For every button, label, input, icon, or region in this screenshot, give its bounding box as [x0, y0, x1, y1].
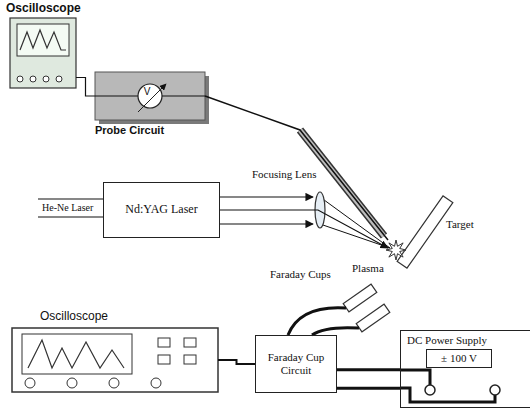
scope-button [184, 338, 196, 347]
oscilloscope-body [12, 328, 218, 392]
scope-screen [17, 24, 69, 56]
faraday-cup [343, 284, 377, 312]
scope-case [10, 18, 76, 88]
circuit-title: Probe Circuit [95, 124, 164, 137]
probe-lead [205, 96, 388, 240]
supply-cable [337, 387, 400, 390]
laser-name: Nd:YAG Laser [125, 203, 197, 217]
signal-cable [218, 360, 255, 364]
circuit-name: Faraday Cup Circuit [260, 351, 332, 376]
laser-beam [220, 196, 313, 197]
faraday-cup [356, 304, 390, 332]
focused-beam [320, 224, 390, 248]
target-plate [397, 196, 453, 268]
scope-knob [56, 76, 62, 82]
circuit-wire [95, 95, 138, 96]
instrument-title: Oscilloscope [6, 2, 81, 16]
scope-knob [109, 378, 119, 388]
circuit-wire [162, 95, 205, 96]
probe-circuit: VProbe Circuit [95, 72, 205, 120]
scope-knob [25, 378, 35, 388]
oscilloscope: Oscilloscope [10, 18, 76, 88]
laser-beam [220, 210, 388, 248]
oscilloscope-body [10, 18, 76, 88]
scope-trace [28, 340, 124, 368]
scope-knob [17, 76, 23, 82]
target-label: Target [446, 218, 474, 231]
plasma-plume [386, 240, 406, 260]
lens-label: Focusing Lens [252, 168, 316, 181]
target-plate [397, 196, 453, 268]
scope-trace [20, 30, 66, 50]
scope-knob [30, 76, 36, 82]
scope-button [158, 355, 170, 364]
plasma-label: Plasma [352, 262, 384, 275]
faraday-cup-circuit: Faraday Cup Circuit [255, 335, 337, 393]
laser-beam [220, 223, 313, 224]
he-ne-beam [38, 198, 103, 199]
oscilloscope: Oscilloscope [12, 328, 218, 392]
target: Target [388, 196, 453, 268]
voltmeter-symbol [138, 84, 162, 108]
voltage-display: ± 100 V [426, 349, 492, 368]
scope-button [184, 355, 196, 364]
scope-screen [22, 334, 132, 374]
scope-case [12, 328, 218, 392]
scope-knob [67, 378, 77, 388]
scope-knob [43, 76, 49, 82]
supply-wire [400, 370, 430, 385]
terminal [490, 385, 500, 395]
probe-circuit-box [95, 72, 205, 120]
focused-beam [320, 197, 390, 248]
voltage-value: ± 100 V [441, 352, 477, 365]
laser-box: Nd:YAG Laser [103, 182, 220, 238]
he-ne-beam [38, 216, 103, 217]
scope-knob [151, 378, 161, 388]
supply-wire [400, 388, 495, 402]
supply-cable [337, 368, 400, 371]
variable-arrow [138, 84, 166, 112]
power-supply: DC Power Supply ± 100 V [400, 330, 530, 408]
instrument-title: Oscilloscope [40, 310, 108, 324]
signal-cable [312, 328, 359, 335]
supply-title: DC Power Supply [407, 334, 487, 347]
laser-label: He-Ne Laser [42, 202, 93, 214]
terminal [425, 385, 435, 395]
faraday-cup [356, 304, 390, 332]
scope-button [158, 338, 170, 347]
detector-label: Faraday Cups [270, 268, 331, 281]
faraday-cup [343, 284, 377, 312]
signal-wire [76, 78, 95, 97]
meter-symbol-label: V [144, 86, 151, 98]
